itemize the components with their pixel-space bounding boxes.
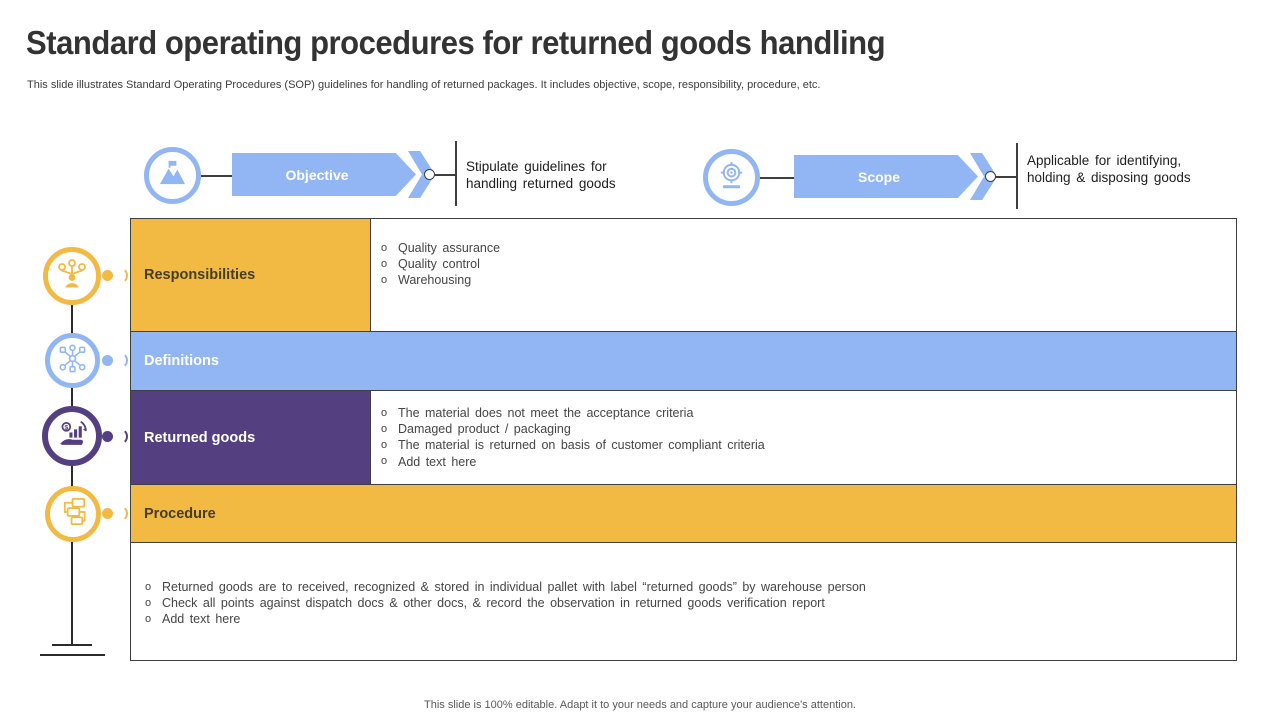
- target-scope-icon: [716, 160, 747, 196]
- ground-line-long: [40, 654, 105, 656]
- scope-banner-label: Scope: [857, 168, 900, 185]
- divider-line: [1016, 143, 1018, 209]
- bullet-item: Returned goods are to received, recogniz…: [143, 578, 1226, 595]
- rail-dot: [102, 431, 113, 442]
- row-content: The material does not meet the acceptanc…: [371, 391, 1236, 484]
- bullet-item: Warehousing: [379, 272, 1226, 288]
- svg-text:$: $: [64, 424, 68, 431]
- row-label-text: Procedure: [144, 505, 216, 522]
- row-label-procedure: Procedure: [131, 485, 1236, 542]
- row-label-text: Definitions: [144, 353, 219, 369]
- page-title: Standard operating procedures for return…: [26, 24, 886, 61]
- connector-line: [435, 174, 455, 176]
- page-subtitle: This slide illustrates Standard Operatin…: [27, 79, 821, 91]
- mountain-flag-icon: [157, 158, 188, 194]
- flowchart-icon: [58, 496, 89, 532]
- rail-arc: [111, 352, 128, 369]
- delegation-icon: [56, 258, 88, 295]
- row-label-text: Returned goods: [144, 429, 256, 446]
- row-label-returned-goods: Returned goods: [131, 391, 371, 484]
- objective-description: Stipulate guidelines for handling return…: [466, 159, 616, 191]
- bullet-item: Check all points against dispatch docs &…: [143, 595, 1226, 611]
- row-label-text: Responsibilities: [144, 267, 256, 283]
- rail-dot: [102, 355, 113, 366]
- sop-table: Responsibilities Quality assurance Quali…: [130, 218, 1237, 661]
- rail-dot: [102, 508, 113, 519]
- table-row-definitions: Definitions: [131, 331, 1236, 390]
- scope-ring: [703, 149, 760, 206]
- definitions-ring: [45, 333, 100, 388]
- table-row-procedure: Procedure: [131, 484, 1236, 542]
- footer-note: This slide is 100% editable. Adapt it to…: [424, 699, 856, 711]
- objective-ring: [144, 147, 201, 204]
- table-row-procedure-content: Returned goods are to received, recogniz…: [131, 542, 1236, 660]
- rail-dot: [102, 270, 113, 281]
- bullet-item: The material does not meet the acceptanc…: [379, 404, 1226, 421]
- connector-node: [985, 171, 996, 182]
- bullet-item: Damaged product / packaging: [379, 421, 1226, 437]
- procedure-ring: [45, 486, 101, 542]
- bullet-item: Quality control: [379, 256, 1226, 272]
- bullet-item: The material is returned on basis of cus…: [379, 437, 1226, 453]
- responsibilities-ring: [43, 247, 101, 305]
- rail-arc: [111, 267, 128, 284]
- divider-line: [455, 141, 457, 206]
- ground-line-short: [52, 644, 92, 646]
- connector-node: [424, 169, 435, 180]
- objective-banner: Objective: [232, 153, 416, 196]
- table-row-returned-goods: Returned goods The material does not mee…: [131, 390, 1236, 484]
- bullet-item: Add text here: [143, 611, 1226, 627]
- returned-goods-ring: $: [42, 406, 102, 466]
- scope-description: Applicable for identifying, holding & di…: [1027, 153, 1191, 185]
- rail-line: [71, 302, 73, 645]
- scope-banner: Scope: [794, 155, 978, 198]
- rail-arc: [111, 505, 128, 522]
- objective-banner-label: Objective: [285, 166, 349, 183]
- row-content: Returned goods are to received, recogniz…: [131, 543, 1236, 660]
- bullet-item: Quality assurance: [379, 239, 1226, 256]
- hand-chart-icon: $: [56, 417, 89, 455]
- row-label-responsibilities: Responsibilities: [131, 219, 371, 331]
- connector-line: [760, 177, 794, 179]
- network-icon: [57, 343, 88, 379]
- connector-line: [996, 176, 1016, 178]
- bullet-item: Add text here: [379, 453, 1226, 470]
- connector-line: [201, 175, 232, 177]
- rail-arc: [111, 428, 128, 445]
- row-label-definitions: Definitions: [131, 332, 1236, 390]
- row-content: Quality assurance Quality control Wareho…: [371, 219, 1236, 331]
- table-row-responsibilities: Responsibilities Quality assurance Quali…: [131, 219, 1236, 331]
